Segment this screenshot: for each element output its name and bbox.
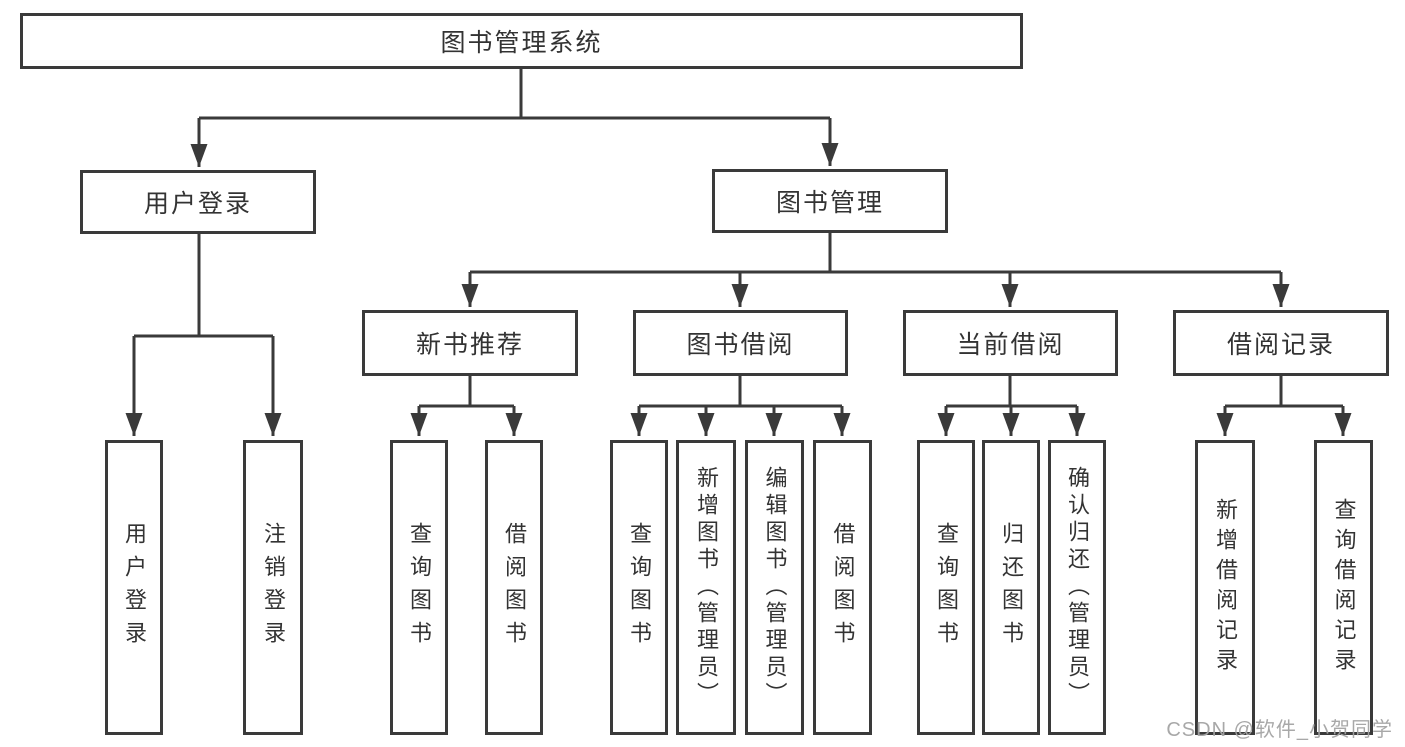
node-library-management-system: 图书管理系统 — [20, 13, 1023, 69]
node-new-book-recommendation: 新书推荐 — [362, 310, 578, 376]
node-label: 查询图书 — [934, 521, 959, 654]
node-current-borrowing: 当前借阅 — [903, 310, 1118, 376]
node-label: 图书借阅 — [686, 331, 795, 359]
node-user-login: 用户登录 — [80, 170, 316, 234]
node-book-management: 图书管理 — [712, 169, 948, 233]
node-label: 查询图书 — [627, 521, 652, 654]
node-label: 归还图书 — [999, 521, 1024, 654]
leaf-query-books-current: 查询图书 — [917, 440, 975, 735]
leaf-query-borrow-record: 查询借阅记录 — [1314, 440, 1373, 735]
node-label: 借阅记录 — [1226, 331, 1335, 359]
edge-skeleton — [134, 69, 1343, 408]
node-label: 新增图书（管理员） — [694, 466, 719, 709]
node-label: 借阅图书 — [830, 521, 856, 654]
node-label: 查询图书 — [407, 521, 432, 654]
node-label: 新书推荐 — [415, 331, 524, 359]
leaf-borrow-books-borrowing: 借阅图书 — [813, 440, 872, 735]
node-label: 注销登录 — [261, 521, 286, 654]
node-label: 图书管理 — [775, 189, 884, 217]
leaf-add-books-admin: 新增图书（管理员） — [676, 440, 736, 735]
leaf-confirm-return-admin: 确认归还（管理员） — [1048, 440, 1106, 735]
leaf-return-books: 归还图书 — [982, 440, 1040, 735]
node-label: 用户登录 — [122, 521, 147, 654]
node-label: 查询借阅记录 — [1331, 497, 1357, 678]
leaf-query-books-borrowing: 查询图书 — [610, 440, 668, 735]
leaf-user-login: 用户登录 — [105, 440, 163, 735]
leaf-logout: 注销登录 — [243, 440, 303, 735]
node-label: 借阅图书 — [502, 521, 527, 654]
node-label: 图书管理系统 — [440, 29, 603, 57]
leaf-query-books-newbook: 查询图书 — [390, 440, 448, 735]
node-book-borrowing: 图书借阅 — [633, 310, 848, 376]
node-label: 编辑图书（管理员） — [762, 466, 788, 709]
node-borrowing-records: 借阅记录 — [1173, 310, 1389, 376]
leaf-borrow-books-newbook: 借阅图书 — [485, 440, 543, 735]
node-label: 新增借阅记录 — [1213, 497, 1238, 678]
node-label: 用户登录 — [143, 190, 252, 218]
leaf-add-borrow-record: 新增借阅记录 — [1195, 440, 1255, 735]
node-label: 确认归还（管理员） — [1065, 466, 1090, 709]
leaf-edit-books-admin: 编辑图书（管理员） — [745, 440, 804, 735]
node-label: 当前借阅 — [956, 331, 1065, 359]
